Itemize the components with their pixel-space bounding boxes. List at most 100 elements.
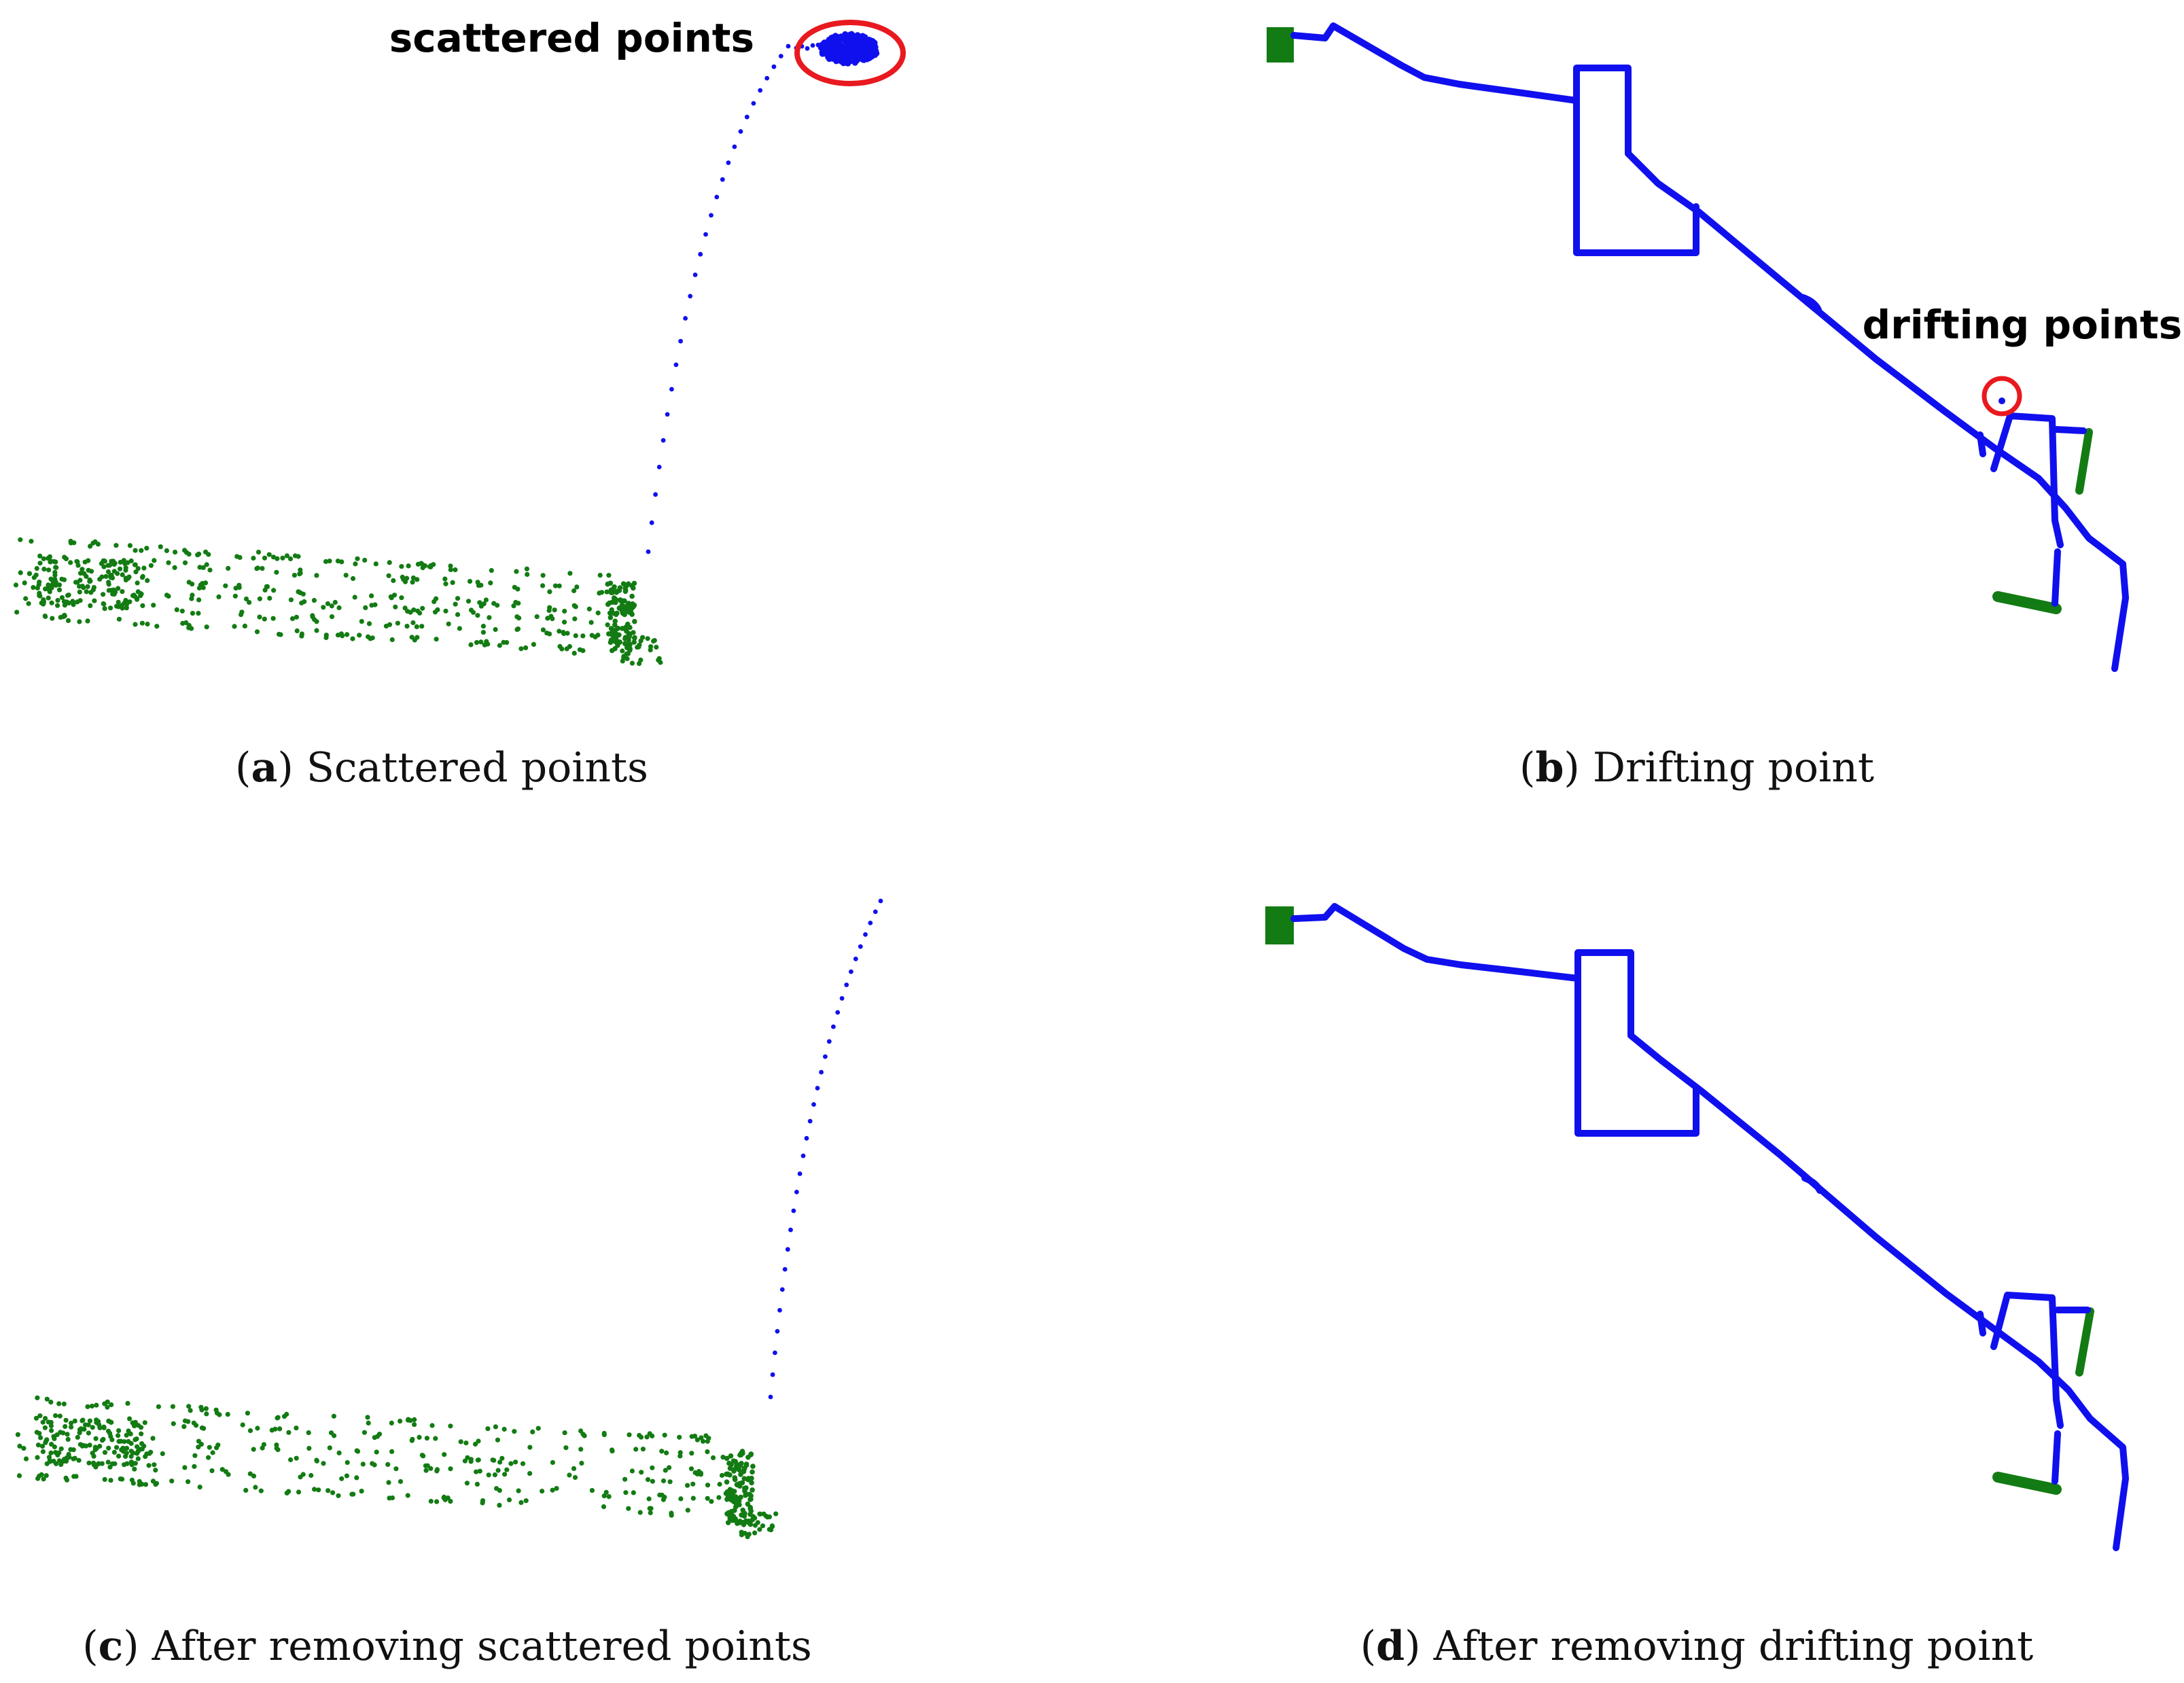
point	[82, 571, 87, 576]
point	[420, 562, 425, 568]
point	[284, 553, 289, 559]
point	[43, 1440, 48, 1445]
panel-c: (c) After removing scattered points	[15, 898, 883, 1670]
point	[690, 1495, 696, 1501]
point	[105, 569, 111, 575]
point	[495, 1437, 501, 1442]
point	[245, 1411, 250, 1416]
point	[120, 1476, 125, 1482]
point	[53, 565, 58, 570]
point	[685, 1508, 690, 1513]
point	[209, 1468, 215, 1474]
point	[719, 1472, 725, 1478]
point	[499, 1455, 505, 1461]
point	[34, 566, 39, 571]
point	[111, 1449, 117, 1455]
point	[699, 1435, 704, 1440]
point	[823, 1054, 828, 1059]
point	[573, 633, 578, 639]
point	[139, 1431, 144, 1436]
point	[631, 639, 637, 645]
point	[78, 571, 84, 576]
point	[644, 1434, 650, 1440]
point	[743, 1485, 749, 1491]
point	[632, 635, 637, 640]
point	[757, 1527, 762, 1532]
point	[40, 1449, 46, 1455]
point	[839, 996, 845, 1001]
point	[97, 576, 103, 582]
point	[645, 1477, 651, 1483]
point	[296, 554, 301, 559]
point	[520, 1461, 526, 1466]
point	[417, 1434, 422, 1440]
point	[44, 1396, 50, 1402]
point	[832, 46, 837, 51]
point	[15, 1432, 20, 1437]
point	[738, 1472, 743, 1477]
point	[66, 601, 71, 606]
point	[764, 75, 770, 81]
point	[116, 1453, 122, 1459]
point	[525, 571, 530, 578]
point	[298, 570, 303, 576]
point	[344, 1473, 349, 1478]
point	[656, 465, 662, 470]
point	[277, 1426, 283, 1432]
point	[508, 1461, 514, 1466]
point	[281, 1414, 287, 1419]
point	[101, 1425, 107, 1430]
point	[50, 616, 55, 621]
point	[39, 600, 44, 606]
point	[85, 618, 90, 624]
point	[843, 46, 848, 51]
point	[640, 1447, 646, 1452]
point	[475, 580, 480, 585]
scattered-point-cluster	[794, 31, 880, 67]
point	[329, 614, 335, 620]
point	[262, 555, 268, 561]
point	[433, 1436, 438, 1441]
point	[102, 1401, 107, 1406]
point	[101, 564, 107, 569]
point	[133, 548, 138, 553]
point	[622, 635, 628, 640]
point	[359, 1489, 364, 1494]
point	[122, 1462, 127, 1468]
point	[306, 1446, 312, 1451]
point	[605, 622, 610, 628]
point	[540, 627, 546, 633]
point	[845, 60, 851, 67]
point	[152, 1462, 157, 1468]
point	[152, 558, 157, 563]
stop-point-blocks	[1267, 27, 2093, 614]
point	[94, 1402, 99, 1408]
point	[345, 1459, 350, 1466]
point	[122, 561, 128, 567]
point	[373, 561, 378, 567]
point	[527, 1471, 533, 1476]
point	[95, 542, 101, 547]
point	[41, 1476, 46, 1482]
point	[769, 1527, 774, 1533]
point	[540, 573, 546, 578]
stop-point-cloud	[13, 537, 663, 667]
point	[323, 635, 329, 641]
point	[703, 1433, 709, 1438]
point	[480, 1498, 486, 1504]
point	[398, 1478, 404, 1485]
point	[624, 645, 630, 651]
point	[567, 571, 573, 576]
point	[406, 563, 411, 569]
point	[134, 596, 139, 601]
point	[181, 1424, 187, 1430]
point	[620, 598, 627, 604]
point	[46, 595, 51, 601]
point	[391, 578, 396, 584]
point	[415, 561, 421, 567]
point	[145, 621, 150, 627]
point	[77, 619, 82, 624]
point	[50, 582, 55, 588]
point	[345, 632, 350, 637]
point	[77, 1442, 83, 1447]
